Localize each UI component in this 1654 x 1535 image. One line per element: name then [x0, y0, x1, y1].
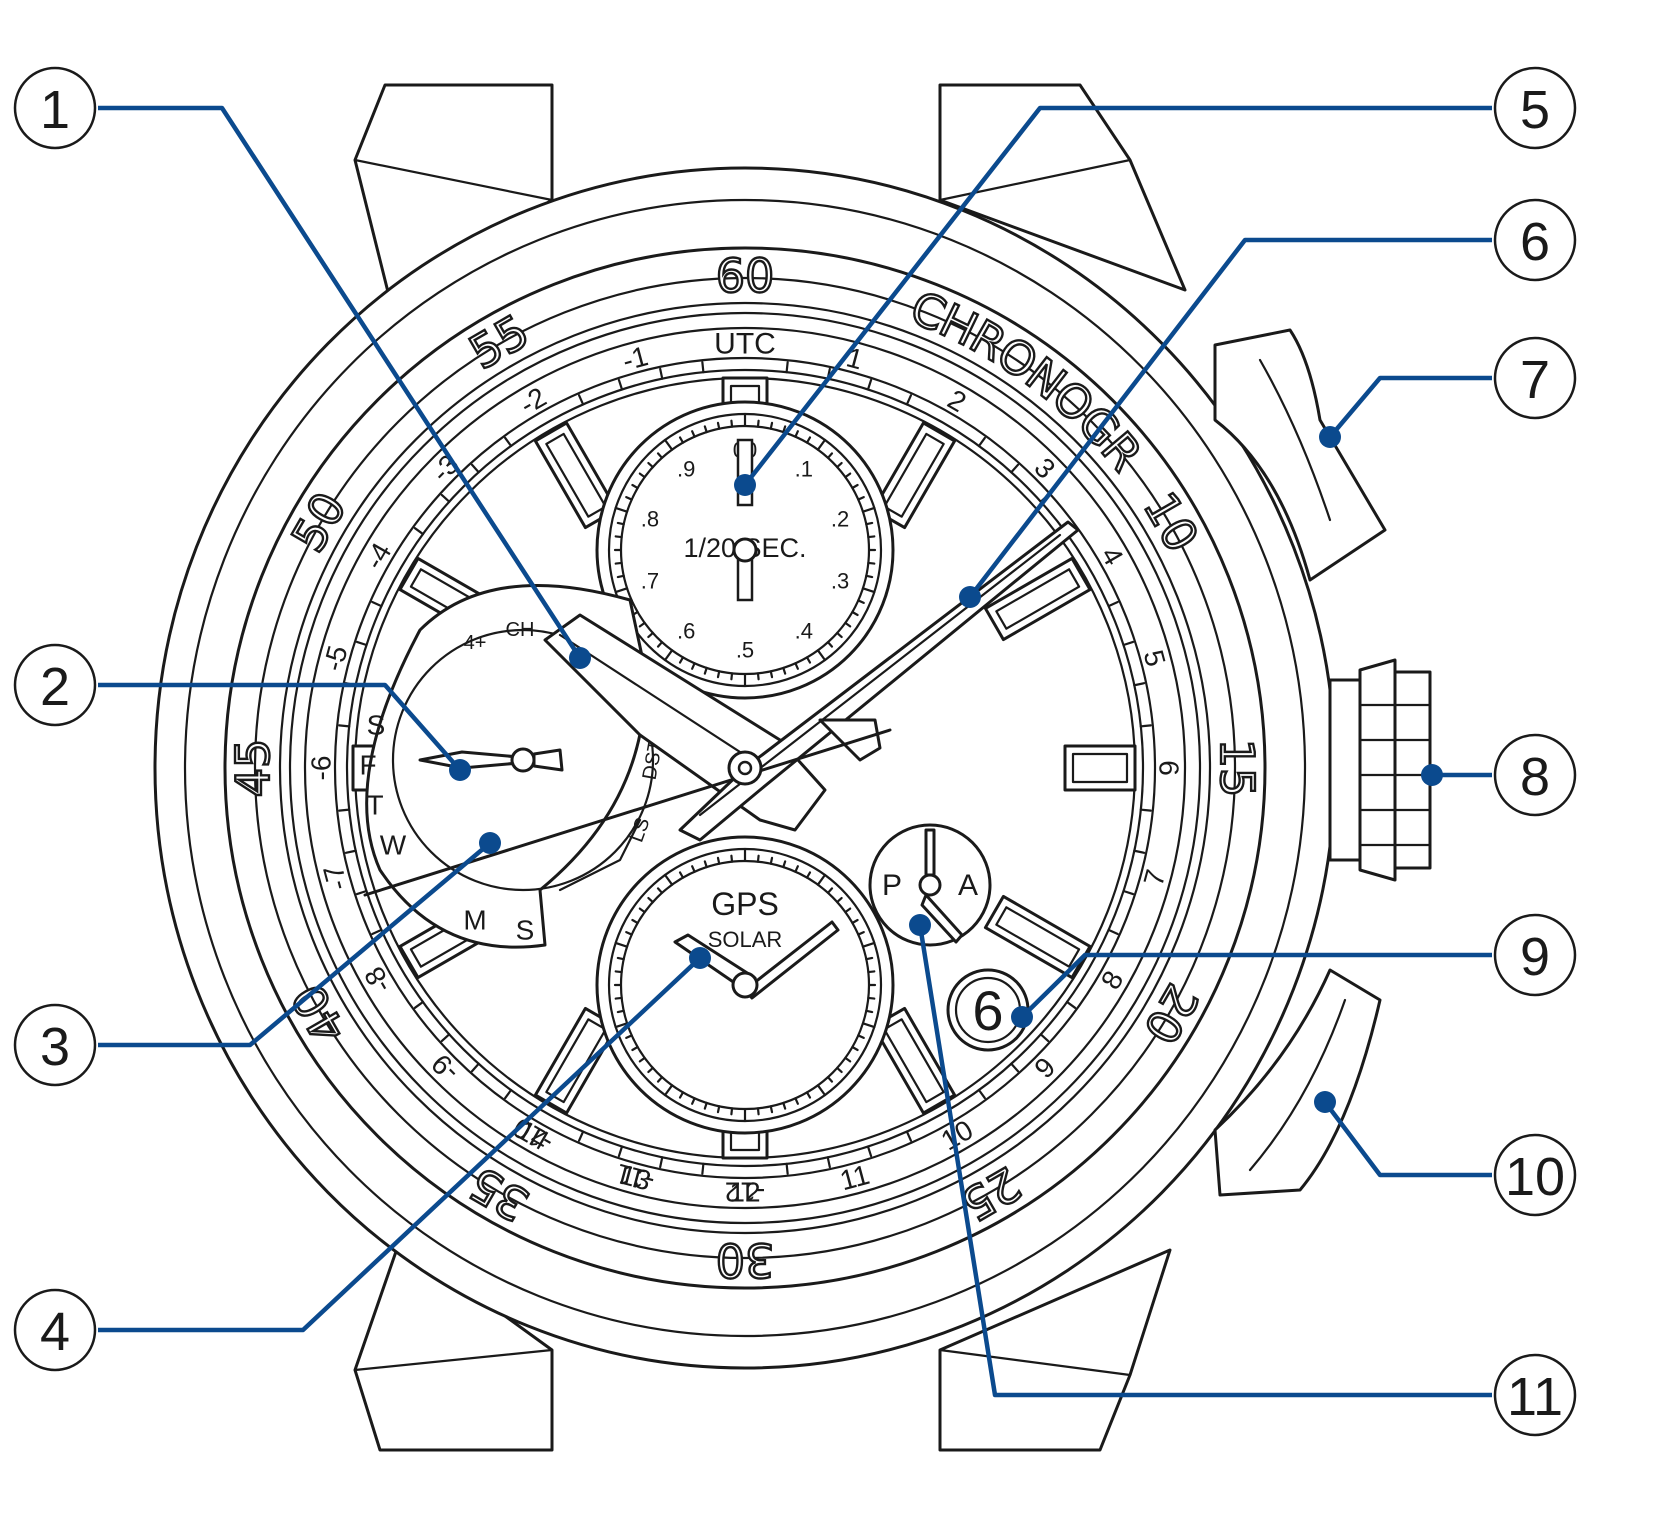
callout-badge — [13, 1003, 97, 1087]
callout-4: 4 — [13, 947, 711, 1372]
pa-indicator-a: A — [958, 869, 978, 902]
callout-leader — [1020, 952, 1492, 1019]
subdial-top-mark: .2 — [831, 507, 849, 532]
callout-leader — [1328, 375, 1492, 439]
callout-leader — [968, 237, 1492, 599]
callout-leader — [98, 682, 462, 772]
subdial-left-day: T — [366, 790, 383, 821]
callout-3: 3 — [13, 832, 501, 1087]
callout-badge — [1493, 913, 1577, 997]
subdial-left-day: S — [516, 915, 535, 946]
date-window-value: 6 — [972, 979, 1003, 1042]
callout-badge — [1493, 336, 1577, 420]
callout-badge — [13, 66, 97, 150]
callout-badge — [13, 1288, 97, 1372]
callout-number: 2 — [40, 657, 70, 717]
callout-number: 8 — [1520, 747, 1550, 807]
subdial-bottom-gps: GPS — [711, 886, 779, 922]
bezel-numeral: 30 — [716, 1233, 775, 1287]
callout-8: 8 — [1421, 733, 1577, 817]
utc-ticks — [338, 361, 1152, 1175]
callout-dot — [734, 474, 756, 496]
callout-leader — [98, 841, 492, 1048]
callout-dot — [689, 947, 711, 969]
callout-1: 1 — [13, 66, 591, 669]
utc-numeral: 12 — [729, 1177, 760, 1208]
pusher-top — [1213, 328, 1387, 582]
bezel-numeral: 45 — [226, 739, 280, 798]
subdial-top: 00.1.2.3.4.5.6.7.8.9 1/20 SEC. — [595, 400, 895, 700]
callout-10: 10 — [1314, 1091, 1577, 1217]
callout-number: 1 — [40, 80, 70, 140]
subdial-top-mark: .6 — [677, 618, 695, 643]
callout-6: 6 — [959, 198, 1577, 608]
callout-badge — [1493, 198, 1577, 282]
callout-2: 2 — [13, 643, 471, 781]
subdial-left-day: M — [463, 905, 486, 936]
subdial-top-mark: .5 — [736, 638, 754, 663]
callout-dot — [1314, 1091, 1336, 1113]
callout-dot — [959, 586, 981, 608]
subdial-top-mark: .8 — [641, 507, 659, 532]
utc-numeral: 7 — [1138, 866, 1172, 889]
callout-dot — [479, 832, 501, 854]
subdial-left-day: W — [380, 830, 407, 861]
subdial-top-mark: .4 — [795, 618, 813, 643]
callout-leader — [917, 924, 1492, 1398]
callout-number: 9 — [1520, 927, 1550, 987]
subdial-top-mark: .7 — [641, 568, 659, 593]
callout-11: 11 — [909, 914, 1577, 1437]
callout-badge — [1493, 66, 1577, 150]
utc-numeral: -6 — [306, 756, 337, 781]
callout-badge — [1493, 1133, 1577, 1217]
subdial-left-day: F — [359, 750, 376, 781]
callout-7: 7 — [1319, 336, 1577, 448]
date-window: 6 — [946, 968, 1030, 1052]
callout-dot — [569, 647, 591, 669]
subdial-left-day: S — [367, 710, 386, 741]
subdial-left-mark: CH — [506, 619, 535, 641]
pa-indicator: P A — [868, 823, 992, 947]
callout-leader — [743, 105, 1492, 487]
callout-badge — [13, 643, 97, 727]
utc-numeral: -12 — [725, 1177, 765, 1208]
subdial-bottom-solar: SOLAR — [708, 927, 783, 952]
callout-number: 3 — [40, 1017, 70, 1077]
callout-number: 5 — [1520, 80, 1550, 140]
pa-indicator-p: P — [882, 869, 902, 902]
callout-leader — [1323, 1100, 1492, 1178]
callout-dot — [1011, 1006, 1033, 1028]
utc-numeral: 6 — [1154, 760, 1185, 776]
subdial-top-mark: .1 — [795, 457, 813, 482]
crown — [1328, 658, 1432, 882]
callout-number: 11 — [1507, 1367, 1563, 1427]
callout-number: 10 — [1505, 1147, 1565, 1207]
callout-number: 6 — [1520, 212, 1550, 272]
utc-label: UTC — [714, 328, 776, 361]
callout-badge — [1493, 1353, 1577, 1437]
callout-dot — [909, 914, 931, 936]
utc-numeral: 5 — [1138, 647, 1172, 670]
bezel-numeral: 60 — [716, 249, 775, 303]
subdial-left-mark: 4+ — [464, 632, 487, 654]
callout-dot — [1421, 764, 1443, 786]
subdial-bottom: GPS SOLAR — [595, 835, 895, 1135]
callout-leader — [98, 956, 702, 1333]
callout-leader — [98, 105, 582, 660]
subdial-top-mark: .3 — [831, 568, 849, 593]
callout-dot — [1319, 426, 1341, 448]
bezel-numeral: 15 — [1210, 739, 1264, 798]
callout-number: 7 — [1520, 350, 1550, 410]
pusher-bottom — [1213, 968, 1382, 1197]
callout-dot — [449, 759, 471, 781]
callout-badge — [1493, 733, 1577, 817]
callout-number: 4 — [40, 1302, 70, 1362]
callout-9: 9 — [1011, 913, 1577, 1028]
subdial-top-mark: .9 — [677, 457, 695, 482]
callout-5: 5 — [734, 66, 1577, 496]
